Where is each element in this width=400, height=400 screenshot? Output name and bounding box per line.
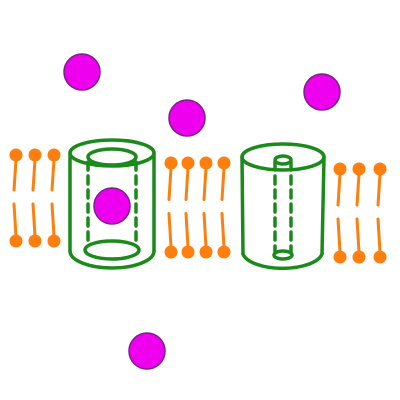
lipid-head [373,162,387,176]
lipid-molecule [47,148,61,248]
lipid-tail [336,217,342,254]
lipid-head [181,156,195,170]
ion-outside [303,73,341,111]
lipid-molecule [217,156,231,259]
lipid-tail [355,172,361,207]
lipid-molecule [9,148,23,248]
lipid-head [28,234,42,248]
lipid-tail [355,217,361,254]
narrow-channel-right-wall [320,155,326,256]
lipid-head [217,245,231,259]
lipid-head [333,162,347,176]
lipid-head [199,156,213,170]
wide-pore-top-opening [86,147,138,167]
lipid-head [164,156,178,170]
lipid-tail [31,158,37,192]
lipid-tail [220,212,226,249]
lipid-head [373,250,387,264]
lipid-tail [50,158,56,192]
lipid-molecule [352,162,366,264]
lipid-tail [12,158,18,192]
lipid-molecule [199,156,213,259]
lipid-bilayer [9,148,387,264]
lipid-tail [184,166,190,201]
lipid-tail [50,202,56,238]
narrow-channel-left-wall [240,155,245,256]
lipid-head [333,250,347,264]
ion-outside [168,99,206,137]
lipid-head [164,245,178,259]
lipid-molecule [164,156,178,259]
lipid-head [217,156,231,170]
lipid-head [47,148,61,162]
narrow-channel-bottom-rim [241,252,324,271]
lipid-molecule [333,162,347,264]
lipid-tail [220,166,226,201]
lipid-head [47,234,61,248]
lipid-head [9,234,23,248]
wide-channel-bottom-rim [68,249,156,270]
lipid-tail [336,172,342,207]
lipid-tail [202,166,208,201]
ions [63,53,341,370]
lipid-tail [202,212,208,249]
lipid-molecule [28,148,42,248]
lipid-tail [31,202,37,238]
narrow-pore-channel [240,142,326,271]
lipid-head [352,250,366,264]
ion-outside [128,332,166,370]
lipid-tail [376,172,382,207]
lipid-head [28,148,42,162]
lipid-tail [167,212,173,249]
lipid-molecule [181,156,195,259]
ion-outside [63,53,101,91]
lipid-head [352,162,366,176]
lipid-head [181,245,195,259]
lipid-tail [184,212,190,249]
lipid-tail [167,166,173,201]
narrow-pore-top-opening [273,154,293,166]
narrow-pore-bottom-opening [272,249,294,261]
lipid-head [199,245,213,259]
lipid-tail [12,202,18,238]
ion-in-wide-channel [93,187,131,225]
lipid-molecule [373,162,387,264]
wide-pore-channel [68,138,156,270]
lipid-tail [376,217,382,254]
lipid-head [9,148,23,162]
wide-pore-bottom-opening [83,239,141,261]
